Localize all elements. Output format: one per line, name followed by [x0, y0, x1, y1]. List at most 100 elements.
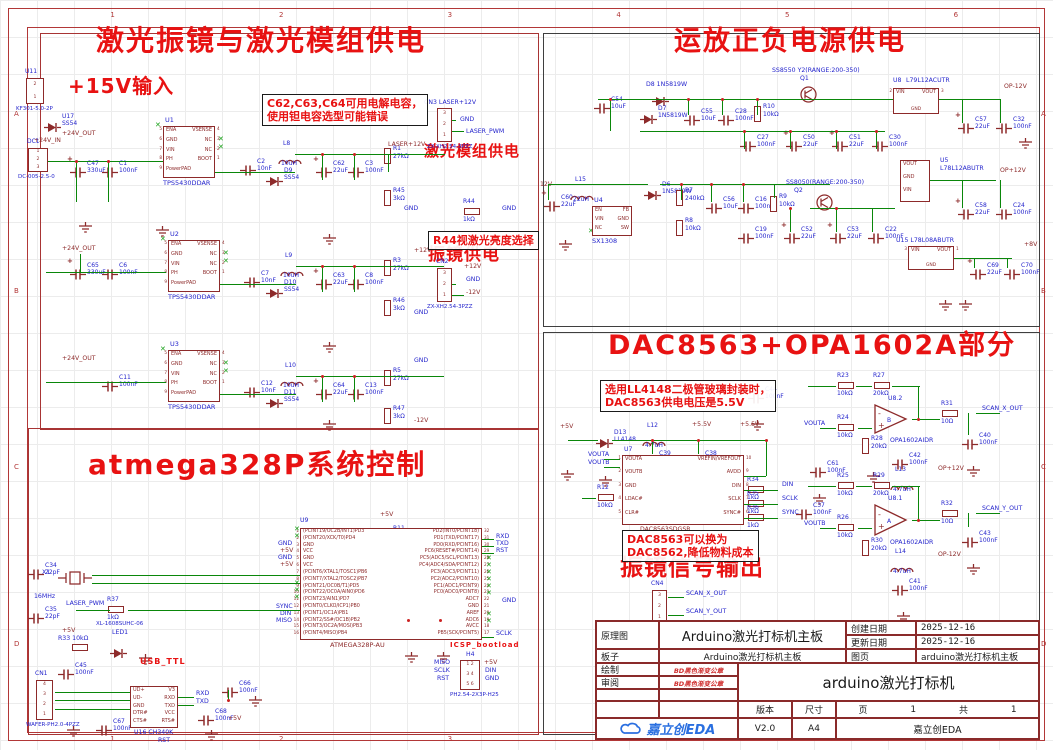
- net-label[interactable]: LASER_PWM: [466, 128, 505, 135]
- capacitor-symbol-C70[interactable]: [1004, 266, 1020, 280]
- net-label[interactable]: DIN: [782, 481, 794, 488]
- capacitor-symbol-C2[interactable]: [240, 162, 256, 176]
- net-label[interactable]: RXD: [496, 533, 510, 540]
- schematic-text[interactable]: OPA1602AIDR: [890, 539, 934, 546]
- power-flag[interactable]: -12V: [414, 417, 429, 424]
- schematic-text[interactable]: U8: [893, 77, 902, 84]
- net-label[interactable]: VOUTB: [804, 520, 826, 527]
- section-title[interactable]: 激光振镜与激光模组供电: [96, 24, 427, 57]
- net-label[interactable]: GND: [278, 554, 293, 561]
- capacitor-symbol-C8[interactable]: [348, 276, 364, 290]
- inductor-symbol-L12[interactable]: [642, 432, 666, 447]
- schematic-text[interactable]: L78L12ABUTR: [940, 165, 984, 172]
- net-label[interactable]: SCAN_Y_OUT: [982, 505, 1023, 512]
- net-label[interactable]: SYNC: [782, 509, 799, 516]
- inductor-symbol-L15[interactable]: [570, 186, 594, 201]
- annotation-label[interactable]: 振镜供电: [428, 245, 500, 265]
- resistor-symbol-R5[interactable]: [384, 370, 391, 386]
- power-flag[interactable]: +5V: [228, 715, 242, 722]
- resistor-symbol-R34[interactable]: [748, 486, 764, 493]
- schematic-text[interactable]: DAC8563SDGSR: [640, 526, 691, 534]
- net-label[interactable]: SCAN_Y_OUT: [686, 608, 727, 615]
- capacitor-symbol-C6[interactable]: [102, 266, 118, 280]
- schematic-text[interactable]: R33 10kΩ: [58, 635, 89, 642]
- net-label[interactable]: SCAN_X_OUT: [982, 405, 1023, 412]
- resistor-symbol-R32[interactable]: [942, 510, 958, 517]
- opamp-symbol[interactable]: -+A: [874, 503, 910, 538]
- capacitor-symbol-C24[interactable]: [996, 206, 1012, 220]
- net-label[interactable]: GND: [485, 675, 500, 682]
- power-flag[interactable]: +24V_OUT: [62, 130, 96, 137]
- section-title[interactable]: DAC8563+OPA1602A部分: [608, 330, 1017, 361]
- power-flag[interactable]: +5V: [560, 423, 574, 430]
- schematic-text[interactable]: X1: [42, 569, 51, 576]
- crystal-symbol[interactable]: [58, 570, 92, 586]
- capacitor-symbol-C60[interactable]: [544, 198, 560, 212]
- power-flag[interactable]: LASER+12V: [388, 141, 426, 148]
- capacitor-symbol-C63[interactable]: [316, 276, 332, 290]
- annotation-label[interactable]: +15V输入: [68, 74, 175, 98]
- capacitor-symbol-C57[interactable]: [958, 120, 974, 134]
- capacitor-symbol-C32[interactable]: [996, 120, 1012, 134]
- power-flag[interactable]: +5V: [62, 627, 76, 634]
- net-label[interactable]: SCLK: [434, 667, 450, 674]
- net-label[interactable]: GND: [502, 205, 517, 212]
- annotation-note-box[interactable]: 选用LL4148二极管玻璃封装时，DAC8563供电电压是5.5V: [600, 380, 776, 413]
- capacitor-symbol-C61[interactable]: [810, 464, 826, 478]
- inductor-symbol-L8[interactable]: [278, 150, 302, 165]
- net-label[interactable]: DIN: [485, 667, 497, 674]
- net-label[interactable]: SYNC: [276, 603, 293, 610]
- resistor-symbol-R23[interactable]: [838, 382, 854, 389]
- capacitor-symbol-C27[interactable]: [740, 138, 756, 152]
- net-label[interactable]: RST: [496, 547, 509, 554]
- resistor-symbol-R24[interactable]: [838, 424, 854, 431]
- capacitor-symbol-C47[interactable]: [70, 164, 86, 178]
- capacitor-symbol-C22[interactable]: [868, 230, 884, 244]
- net-label[interactable]: SCAN_X_OUT: [686, 590, 727, 597]
- resistor-symbol-R3[interactable]: [384, 260, 391, 276]
- capacitor-symbol-C7[interactable]: [244, 274, 260, 288]
- power-flag[interactable]: +12V: [414, 247, 432, 254]
- power-flag[interactable]: +5V: [484, 659, 498, 666]
- net-label[interactable]: RST: [158, 737, 171, 744]
- schematic-text[interactable]: U8.2: [888, 395, 903, 402]
- section-title[interactable]: atmega328P系统控制: [88, 448, 427, 481]
- capacitor-symbol-C45[interactable]: [58, 666, 74, 680]
- schematic-text[interactable]: D8 1N5819W: [646, 81, 688, 88]
- schematic-text[interactable]: Q2: [794, 187, 803, 194]
- diode-symbol-D[interactable]: [110, 644, 127, 658]
- net-label[interactable]: VOUTB: [588, 459, 610, 466]
- npn-transistor-symbol[interactable]: [800, 86, 817, 103]
- net-label[interactable]: TXD: [196, 698, 209, 705]
- net-label[interactable]: GND: [466, 276, 481, 283]
- capacitor-symbol-C34[interactable]: [28, 566, 44, 580]
- capacitor-symbol-C62[interactable]: [316, 164, 332, 178]
- diode-symbol-D13[interactable]: [596, 434, 613, 448]
- capacitor-symbol-C11[interactable]: [102, 378, 118, 392]
- inductor-symbol-L10[interactable]: [280, 372, 304, 387]
- resistor-symbol-R12[interactable]: [598, 494, 614, 501]
- power-flag[interactable]: +5.5V: [740, 421, 760, 428]
- section-title[interactable]: 运放正负电源供电: [674, 26, 906, 57]
- diode-symbol-D11[interactable]: [266, 394, 283, 408]
- annotation-note-box[interactable]: C62,C63,C64可用电解电容，使用钽电容选型可能错误: [262, 94, 428, 127]
- schematic-text[interactable]: LED1: [112, 629, 129, 636]
- net-label[interactable]: SCLK: [496, 630, 512, 637]
- net-label[interactable]: DIN: [280, 610, 292, 617]
- capacitor-symbol-C28[interactable]: [718, 112, 734, 126]
- schematic-text[interactable]: U16 CH340K: [134, 729, 174, 736]
- resistor-symbol-R36[interactable]: [748, 514, 764, 521]
- capacitor-symbol-C43[interactable]: [962, 534, 978, 548]
- annotation-label[interactable]: ICSP_bootload: [450, 641, 520, 649]
- schematic-text[interactable]: U5: [940, 157, 949, 164]
- npn-transistor-symbol[interactable]: [816, 194, 833, 211]
- capacitor-symbol-C35[interactable]: [28, 610, 44, 624]
- power-flag[interactable]: -12V: [466, 289, 481, 296]
- resistor-symbol-R7[interactable]: [676, 190, 683, 206]
- capacitor-symbol-C12[interactable]: [244, 384, 260, 398]
